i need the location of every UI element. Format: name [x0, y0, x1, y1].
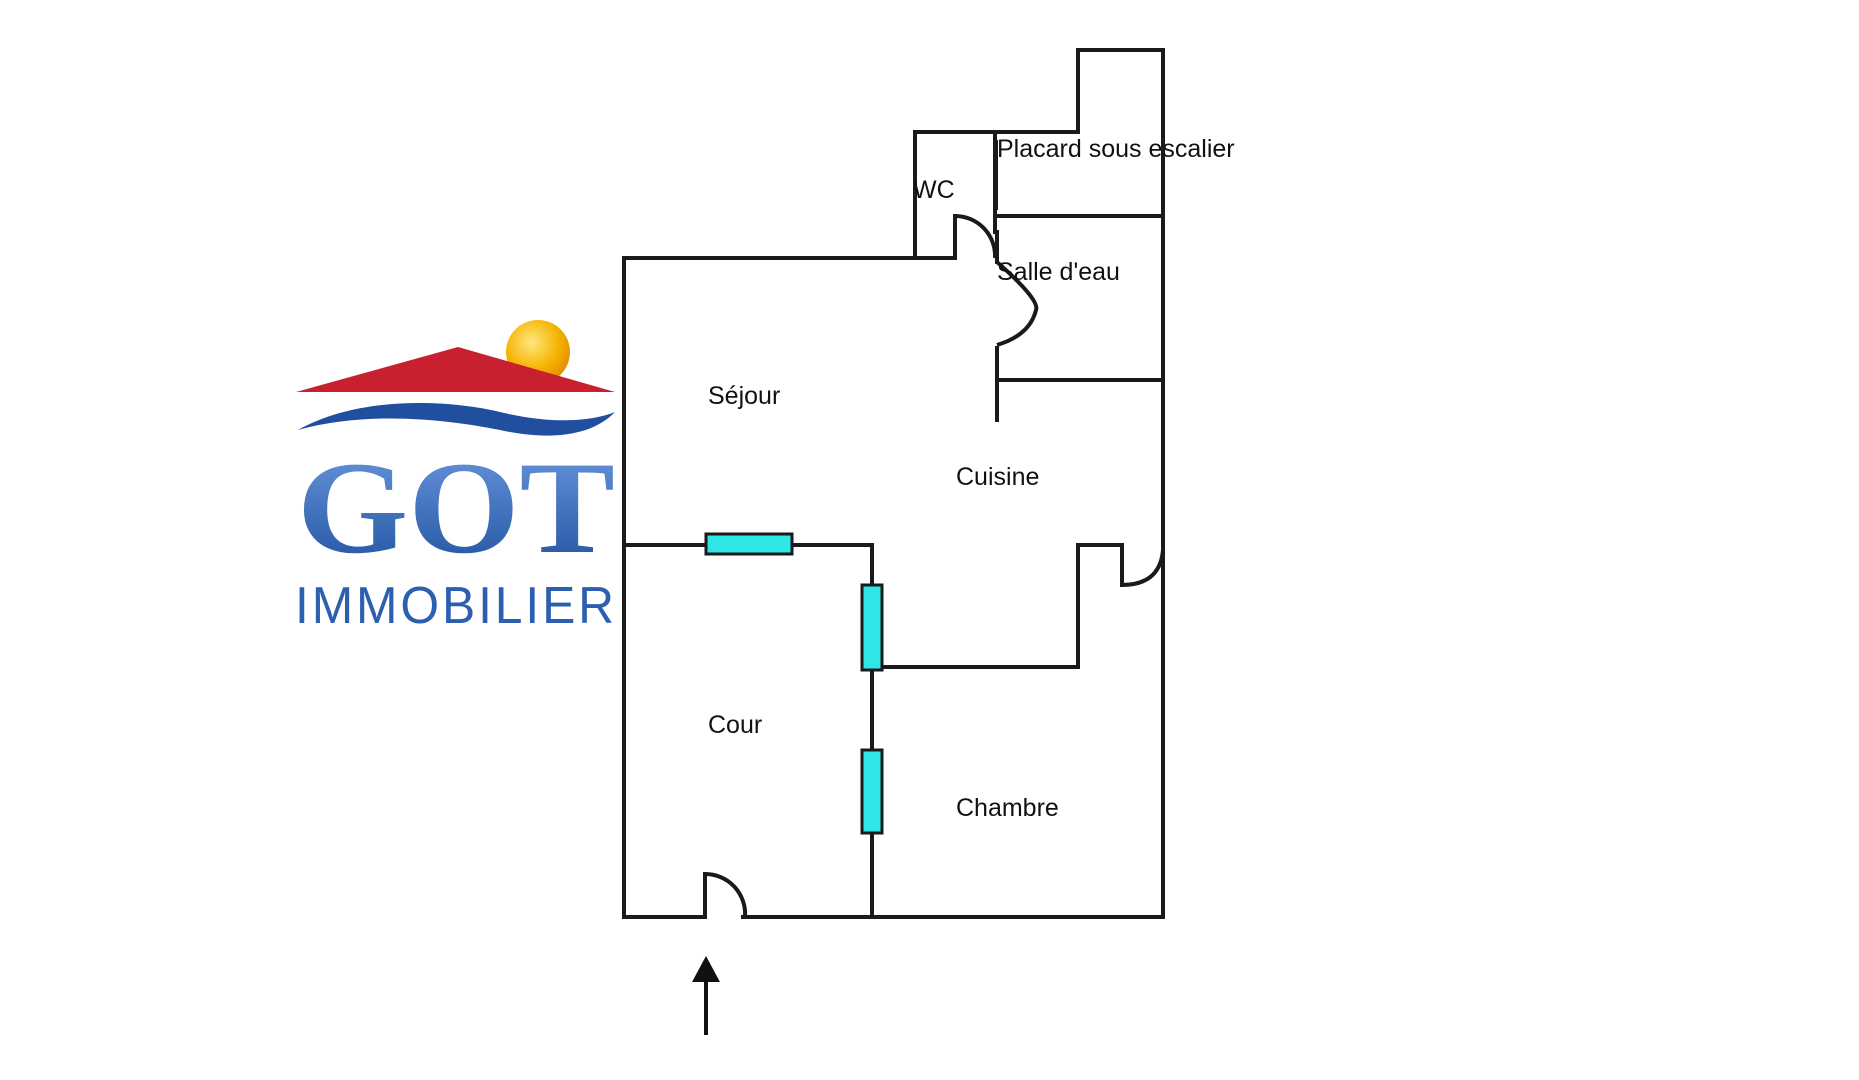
arrow-up-icon — [692, 956, 720, 1035]
logo-subtitle: IMMOBILIER — [295, 577, 617, 635]
wave-icon — [298, 403, 615, 436]
room-label-sejour: Séjour — [708, 382, 780, 410]
room-label-cour: Cour — [708, 711, 762, 739]
windows — [704, 532, 884, 835]
door-chambre — [1121, 549, 1165, 587]
room-label-chambre: Chambre — [956, 794, 1059, 822]
door-entrance — [703, 871, 748, 918]
window-cour-chambre-lower — [860, 748, 884, 835]
room-label-placard: Placard sous escalier — [997, 135, 1235, 163]
room-label-wc: WC — [913, 176, 955, 204]
doors — [703, 213, 1165, 918]
roof-icon — [296, 347, 615, 392]
room-label-cuisine: Cuisine — [956, 463, 1039, 491]
door-wc — [954, 213, 998, 259]
window-cour-chambre-upper — [860, 583, 884, 672]
door-salle-eau — [995, 260, 1039, 347]
got-immobilier-logo: GOT IMMOBILIER — [295, 320, 617, 635]
room-label-salle-eau: Salle d'eau — [997, 258, 1120, 286]
logo-name: GOT — [297, 434, 615, 581]
window-sejour-cour — [704, 532, 794, 556]
walls — [622, 48, 1165, 919]
